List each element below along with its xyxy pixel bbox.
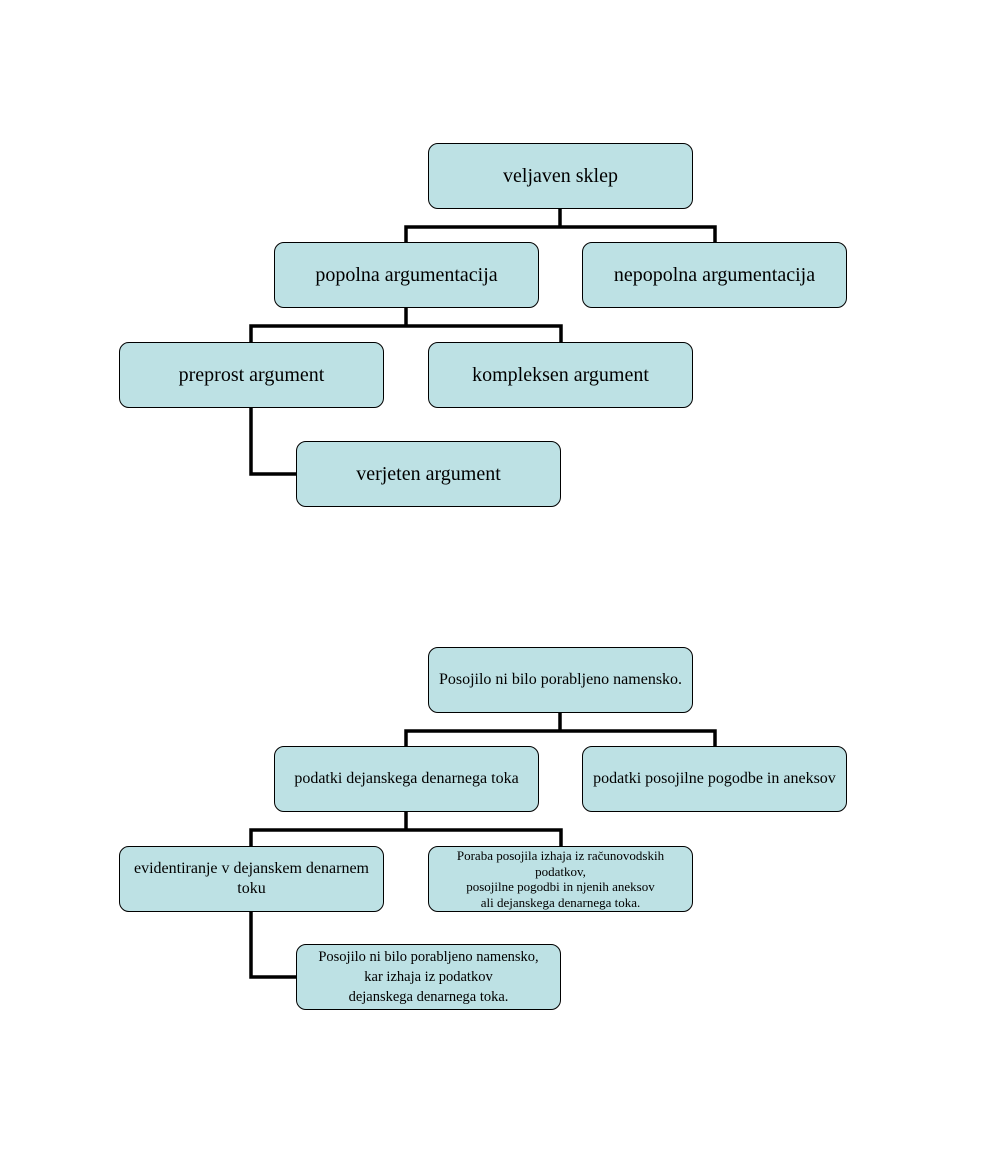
- node-complex-argument-label: kompleksen argument: [472, 363, 649, 386]
- node-loan-usage-sources: Poraba posojila izhaja iz računovodskih …: [428, 846, 693, 912]
- diagram-2-connectors: [249, 713, 717, 979]
- node-probable-argument-label: verjeten argument: [356, 462, 501, 485]
- node-loan-usage-sources-label: Poraba posojila izhaja iz računovodskih …: [456, 848, 665, 910]
- connector-leaf: [249, 408, 296, 476]
- node-loan-contract-data-label: podatki posojilne pogodbe in aneksov: [593, 770, 836, 787]
- node-loan-conclusion: Posojilo ni bilo porabljeno namensko, ka…: [296, 944, 561, 1010]
- connector-left-children: [249, 812, 563, 846]
- connector-leaf: [249, 912, 296, 979]
- node-loan-root-label: Posojilo ni bilo porabljeno namensko.: [438, 671, 683, 688]
- node-loan-contract-data: podatki posojilne pogodbe in aneksov: [582, 746, 847, 812]
- node-full-argumentation: popolna argumentacija: [274, 242, 539, 308]
- node-full-argumentation-label: popolna argumentacija: [315, 263, 498, 286]
- node-root: veljaven sklep: [428, 143, 693, 209]
- node-incomplete-argumentation-label: nepopolna argumentacija: [613, 263, 816, 286]
- node-root-label: veljaven sklep: [503, 164, 618, 187]
- node-cash-flow-data-label: podatki dejanskega denarnega toka: [294, 770, 519, 787]
- node-cash-flow-data: podatki dejanskega denarnega toka: [274, 746, 539, 812]
- connector-root-children: [404, 713, 717, 746]
- connector-root-children: [404, 209, 717, 242]
- node-loan-not-used-as-intended: Posojilo ni bilo porabljeno namensko.: [428, 647, 693, 713]
- node-cash-flow-recording: evidentiranje v dejanskem denarnem toku: [119, 846, 384, 912]
- argument-hierarchy-diagram: veljaven sklep popolna argumentacija nep…: [0, 0, 1003, 560]
- loan-usage-diagram: Posojilo ni bilo porabljeno namensko. po…: [0, 560, 1003, 1120]
- node-simple-argument-label: preprost argument: [178, 363, 325, 386]
- node-incomplete-argumentation: nepopolna argumentacija: [582, 242, 847, 308]
- node-simple-argument: preprost argument: [119, 342, 384, 408]
- node-complex-argument: kompleksen argument: [428, 342, 693, 408]
- node-probable-argument: verjeten argument: [296, 441, 561, 507]
- node-loan-conclusion-label: Posojilo ni bilo porabljeno namensko, ka…: [318, 949, 539, 1005]
- connector-left-children: [249, 308, 563, 342]
- node-cash-flow-recording-label: evidentiranje v dejanskem denarnem toku: [133, 860, 369, 897]
